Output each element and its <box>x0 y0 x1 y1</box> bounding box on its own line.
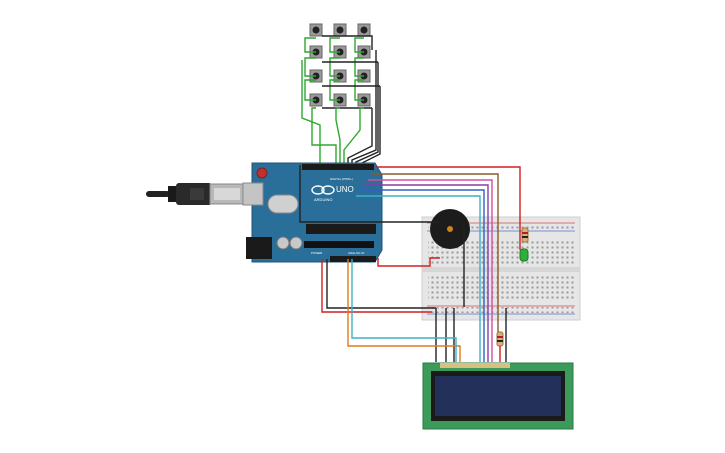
arduino-logo-text: UNO <box>336 185 354 194</box>
resistor-icon <box>521 227 529 243</box>
lcd-display-module[interactable] <box>422 362 574 430</box>
analog-label: ANALOG IN <box>348 251 364 255</box>
keypad-button-2[interactable] <box>333 23 347 37</box>
resistor-icon <box>496 331 504 347</box>
keypad-button-1[interactable] <box>309 23 323 37</box>
piezo-buzzer-icon[interactable] <box>430 209 470 249</box>
breadboard[interactable] <box>421 216 581 321</box>
keypad-button-3[interactable] <box>357 23 371 37</box>
circuit-wires <box>299 165 521 362</box>
usb-cable-icon <box>146 183 247 205</box>
power-label: POWER <box>311 251 323 255</box>
led-icon[interactable] <box>519 248 529 262</box>
keypad-wires <box>301 35 381 168</box>
arduino-uno-board[interactable]: UNO ARDUINO POWER ANALOG IN DIGITAL (PWM… <box>242 162 383 263</box>
digital-label: DIGITAL (PWM~) <box>330 177 353 181</box>
arduino-brand-text: ARDUINO <box>314 197 332 202</box>
